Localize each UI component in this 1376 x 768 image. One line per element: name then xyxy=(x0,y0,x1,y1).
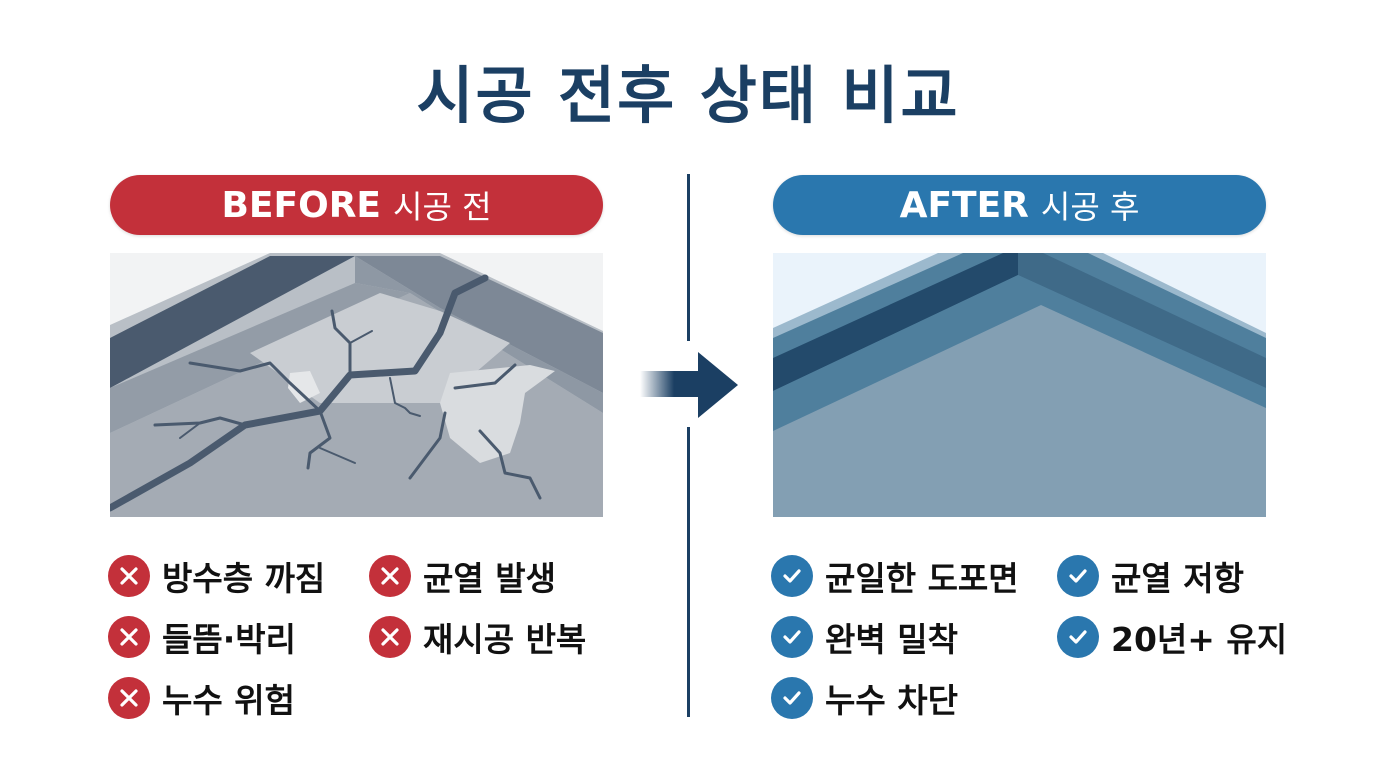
before-item: 방수층 까짐 xyxy=(108,552,325,600)
before-item: 재시공 반복 xyxy=(369,613,586,661)
before-roof-image xyxy=(110,253,603,517)
before-label-ko: 시공 전 xyxy=(393,188,492,226)
after-item: 완벽 밀착 xyxy=(771,613,958,661)
center-divider-top xyxy=(687,174,690,341)
before-item-label: 균열 발생 xyxy=(423,559,556,598)
after-roof-image xyxy=(773,253,1266,517)
before-item: 누수 위험 xyxy=(108,674,295,722)
after-item-label: 균일한 도포면 xyxy=(825,559,1019,598)
after-item: 균열 저항 xyxy=(1057,552,1244,600)
page-title: 시공 전후 상태 비교 xyxy=(416,59,960,132)
after-item: 누수 차단 xyxy=(771,674,958,722)
check-circle-icon xyxy=(1057,616,1099,658)
arrow-right-icon xyxy=(640,352,738,418)
x-circle-icon xyxy=(108,555,150,597)
center-divider-bottom xyxy=(687,427,690,717)
coated-roof-illustration xyxy=(773,253,1266,517)
after-label-ko: 시공 후 xyxy=(1040,188,1140,226)
check-circle-icon xyxy=(771,677,813,719)
before-label-en: BEFORE xyxy=(221,184,382,226)
after-item-label: 완벽 밀착 xyxy=(825,620,958,659)
cracked-roof-illustration xyxy=(110,253,603,517)
x-circle-icon xyxy=(369,555,411,597)
after-item: 균일한 도포면 xyxy=(771,552,1019,600)
after-label-en: AFTER xyxy=(899,184,1029,226)
after-header-badge: AFTER 시공 후 xyxy=(773,175,1266,235)
before-header-badge: BEFORE 시공 전 xyxy=(110,175,603,235)
after-item: 20년+ 유지 xyxy=(1057,613,1287,661)
check-circle-icon xyxy=(1057,555,1099,597)
after-item-label: 균열 저항 xyxy=(1111,559,1244,598)
before-item-label: 들뜸·박리 xyxy=(162,620,296,659)
before-item-label: 누수 위험 xyxy=(162,681,295,720)
before-item: 들뜸·박리 xyxy=(108,613,296,661)
check-circle-icon xyxy=(771,555,813,597)
before-item-label: 재시공 반복 xyxy=(423,620,587,659)
x-circle-icon xyxy=(108,616,150,658)
check-circle-icon xyxy=(771,616,813,658)
after-item-label: 누수 차단 xyxy=(825,681,958,720)
x-circle-icon xyxy=(369,616,411,658)
before-item-label: 방수층 까짐 xyxy=(162,559,326,598)
x-circle-icon xyxy=(108,677,150,719)
before-item: 균열 발생 xyxy=(369,552,556,600)
after-item-label: 20년+ 유지 xyxy=(1111,620,1288,659)
